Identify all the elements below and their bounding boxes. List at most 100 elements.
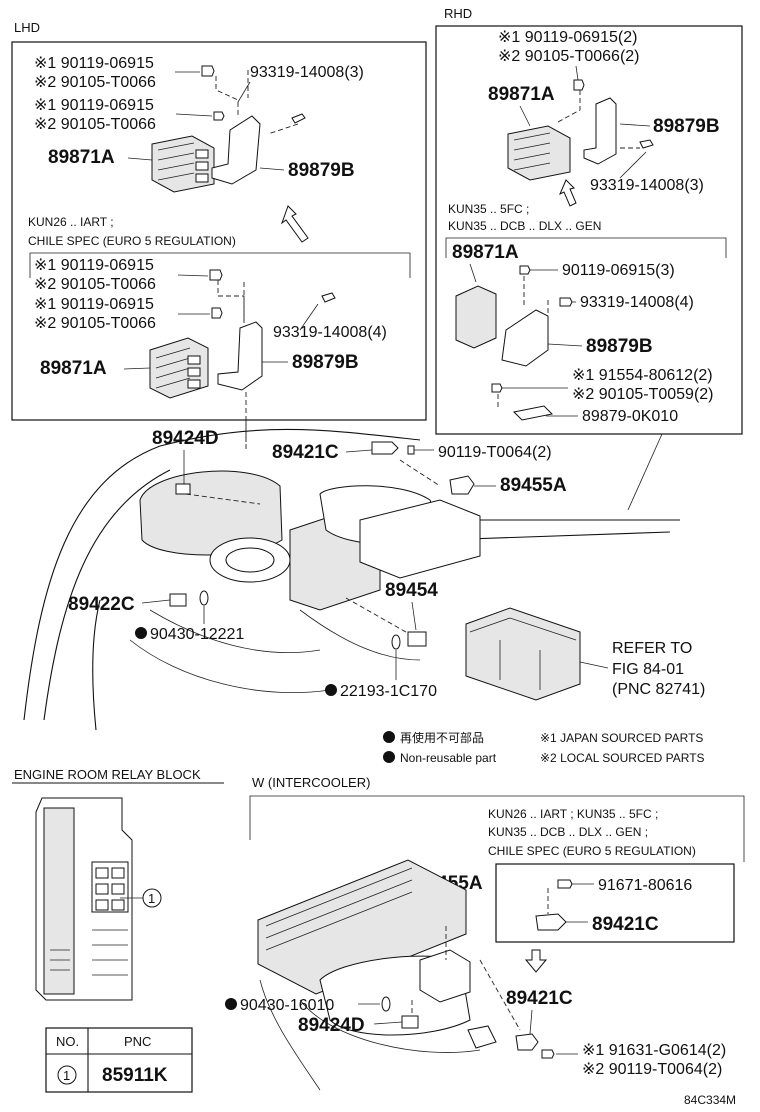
rhd-g1-screw: 93319-14008(3) (590, 177, 704, 194)
intercooler-note-3: CHILE SPEC (EURO 5 REGULATION) (488, 844, 696, 858)
ic-89421c-label: 89421C (506, 988, 573, 1009)
lhd-g1-bolt-b-japan: ※1 90119-06915 (34, 97, 154, 114)
leader-line (141, 599, 171, 604)
rhd-variant-note-1: KUN35 .. 5FC ; (448, 202, 529, 216)
refer-pnc-label: (PNC 82741) (612, 681, 705, 698)
lhd-g2-bracket-label: 89879B (292, 352, 359, 373)
relay-table (45, 1027, 193, 1093)
bolt-icon (573, 79, 585, 91)
lhd-g2-bolt-a-japan: ※1 90119-06915 (34, 257, 154, 274)
screw-icon (639, 139, 654, 149)
rhd-g1-ecu-label: 89871A (488, 84, 555, 105)
rhd-g1-bolt-japan: ※1 90119-06915(2) (498, 29, 637, 46)
lhd-g1-parts (127, 65, 306, 193)
lhd-g1-bracket-label: 89879B (288, 160, 355, 181)
intercooler-drawing (257, 859, 521, 1091)
bracket-icon (512, 405, 554, 421)
ic-91631-japan: ※1 91631-G0614(2) (582, 1042, 726, 1059)
bolt-icon (519, 265, 531, 275)
lhd-g2-bolt-b-japan: ※1 90119-06915 (34, 296, 154, 313)
lhd-g2-bolt-b-local: ※2 90105-T0066 (34, 315, 156, 332)
gasket-icon (381, 996, 391, 1012)
non-reusable-dot-icon (383, 731, 395, 743)
lhd-sub-frame (29, 252, 411, 278)
sensor-icon (169, 593, 187, 607)
lhd-g2-ecu-label: 89871A (40, 358, 107, 379)
lhd-variant-note-2: CHILE SPEC (EURO 5 REGULATION) (28, 234, 236, 248)
sensor-icon (449, 475, 475, 495)
rhd-g2-parts (455, 263, 583, 421)
rhd-g2-nut-japan: ※1 91554-80612(2) (572, 367, 713, 384)
leader-line (529, 1009, 533, 1035)
relay-table-col-no: NO. (56, 1034, 79, 1049)
screw-icon (559, 297, 573, 307)
rhd-g2-bolt: 90119-06915(3) (562, 262, 675, 279)
intercooler-note-1: KUN26 .. IART ; KUN35 .. 5FC ; (488, 807, 658, 821)
lhd-g2-parts (123, 269, 336, 442)
ic-89421c-box-label: 89421C (592, 914, 659, 935)
sensor-icon (371, 441, 399, 455)
bolt-icon (211, 307, 223, 319)
ic-89424d-label: 89424D (298, 1015, 365, 1036)
sensor-icon (515, 1033, 539, 1051)
intercooler-note-2: KUN35 .. DCB .. DLX .. GEN ; (488, 825, 648, 839)
rhd-g2-ecu-label: 89871A (452, 242, 519, 263)
sensor-icon (535, 913, 567, 931)
direction-arrow-icon (559, 179, 577, 207)
bolt-icon (541, 1049, 555, 1059)
engine-22193-label: 22193-1C170 (340, 683, 437, 700)
bracket-icon (583, 97, 617, 165)
ic-91671-label: 91671-80616 (598, 877, 692, 894)
relay-table-col-pnc: PNC (124, 1034, 151, 1049)
rhd-heading: RHD (444, 6, 472, 21)
relay-block-drawing (35, 797, 133, 1001)
sensor-icon (407, 631, 427, 647)
gasket-icon (391, 634, 401, 650)
bolt-icon (407, 445, 415, 455)
rhd-g1-bolt-local: ※2 90105-T0066(2) (498, 48, 640, 65)
relay-block-outline-icon (465, 607, 581, 701)
rhd-sub-frame (445, 237, 727, 258)
rhd-variant-note-2: KUN35 .. DCB .. DLX .. GEN (448, 219, 601, 233)
ecu-module-icon (455, 285, 497, 349)
bracket-icon (501, 309, 549, 367)
screw-icon (291, 113, 306, 124)
leader-line (411, 601, 417, 631)
engine-89422c-label: 89422C (68, 594, 135, 615)
non-reusable-dot-icon (325, 684, 337, 696)
intercooler-heading: W (INTERCOOLER) (252, 775, 370, 790)
relay-table-row-pnc: 85911K (102, 1065, 168, 1086)
intercooler-frame (249, 795, 745, 862)
legend-nonreusable-text: Non-reusable part (400, 751, 497, 765)
engine-89421c-label: 89421C (272, 442, 339, 463)
legend-japan-sourced: ※1 JAPAN SOURCED PARTS (540, 731, 703, 745)
intercooler-variant-box (495, 863, 735, 943)
non-reusable-dot-icon (383, 751, 395, 763)
relay-table-row-no: 1 (63, 1068, 70, 1083)
lhd-g1-bolt-b-local: ※2 90105-T0066 (34, 116, 156, 133)
legend-jp-text: 再使用不可部品 (400, 730, 484, 745)
engine-89455a-label: 89455A (500, 475, 567, 496)
ic-90119-local: ※2 90119-T0064(2) (582, 1061, 722, 1078)
ic-90430-16010-label: 90430-16010 (240, 997, 334, 1014)
screw-icon (321, 292, 336, 303)
bracket-icon (211, 115, 261, 185)
bracket-icon (217, 321, 263, 391)
refer-to-label: REFER TO (612, 640, 692, 657)
leader-line (627, 433, 663, 511)
legend-local-sourced: ※2 LOCAL SOURCED PARTS (540, 751, 705, 765)
lhd-g1-screw: 93319-14008(3) (250, 64, 364, 81)
lhd-heading: LHD (14, 20, 40, 35)
lhd-g2-screw: 93319-14008(4) (273, 324, 387, 341)
non-reusable-dot-icon (135, 627, 147, 639)
engine-90119t0064-label: 90119-T0064(2) (438, 444, 552, 461)
callout-number: 1 (148, 891, 155, 906)
lhd-g2-bolt-a-local: ※2 90105-T0066 (34, 276, 156, 293)
engine-89454-label: 89454 (385, 580, 438, 601)
leader-line (345, 449, 373, 453)
bolt-icon (557, 879, 573, 889)
relay-block-heading: ENGINE ROOM RELAY BLOCK (14, 767, 201, 782)
rhd-frame (435, 25, 743, 435)
lhd-g1-ecu-label: 89871A (48, 147, 115, 168)
